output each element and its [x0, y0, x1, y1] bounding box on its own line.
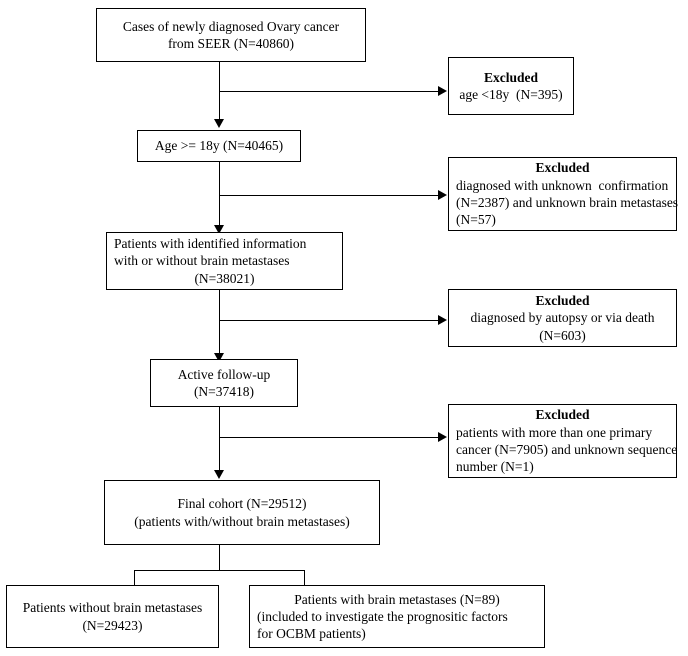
node-age-filter: Age >= 18y (N=40465) [137, 130, 301, 162]
node-excluded-autopsy-line2: (N=603) [539, 327, 586, 343]
arrowhead-to-excluded-autopsy [438, 315, 447, 325]
node-identified-information: Patients with identified information wit… [106, 232, 343, 290]
node-excluded-age-title: Excluded [483, 69, 538, 85]
node-excluded-autopsy-title: Excluded [535, 293, 590, 309]
arrowhead-to-excluded-unknown [438, 190, 447, 200]
arrowhead-to-excluded-multiprimary [438, 432, 447, 442]
node-final-cohort-line2: (patients with/without brain metastases) [134, 513, 350, 529]
connector-to-excluded-age [219, 91, 440, 92]
node-excluded-unknown-line3: (N=57) [456, 212, 496, 228]
connector-identified-to-followup [219, 290, 220, 356]
node-source-line2: from SEER (N=40860) [167, 36, 295, 51]
node-source-line1: Cases of newly diagnosed Ovary cancer [122, 18, 340, 34]
connector-to-excluded-multiprimary [219, 437, 440, 438]
node-active-followup: Active follow-up (N=37418) [150, 359, 298, 407]
arrowhead-to-excluded-age [438, 86, 447, 96]
node-excluded-multiprimary-title: Excluded [535, 407, 590, 423]
node-active-followup-line2: (N=37418) [193, 384, 255, 399]
connector-followup-to-final [219, 407, 220, 473]
arrowhead-followup-to-final [214, 470, 224, 479]
node-excluded-age: Excluded age <18y (N=395) [448, 57, 574, 115]
node-identified-line3: (N=38021) [194, 270, 255, 286]
node-excluded-multiprimary-line2: cancer (N=7905) and unknown sequence [456, 442, 678, 457]
node-with-brain-metastases: Patients with brain metastases (N=89) (i… [249, 585, 545, 648]
node-excluded-unknown-line1: diagnosed with unknown confirmation [456, 177, 669, 193]
node-with-bm-line1: Patients with brain metastases (N=89) [294, 591, 500, 607]
node-active-followup-line1: Active follow-up [177, 366, 271, 382]
connector-final-to-with-bm [304, 570, 305, 585]
node-without-bm-line1: Patients without brain metastases [22, 600, 203, 616]
connector-to-excluded-unknown [219, 195, 440, 196]
node-source-cohort: Cases of newly diagnosed Ovary cancer fr… [96, 8, 366, 62]
node-excluded-unknown-title: Excluded [535, 160, 590, 176]
node-identified-line1: Patients with identified information [114, 236, 307, 252]
connector-to-excluded-autopsy [219, 320, 440, 321]
node-final-cohort: Final cohort (N=29512) (patients with/wi… [104, 480, 380, 545]
node-excluded-multiprimary-line1: patients with more than one primary [456, 424, 653, 440]
arrowhead-age-to-identified [214, 225, 224, 234]
node-identified-line2: with or without brain metastases [114, 253, 290, 269]
node-excluded-multiprimary: Excluded patients with more than one pri… [448, 404, 677, 478]
node-with-bm-line2: (included to investigate the prognositic… [257, 608, 508, 624]
node-excluded-autopsy-line1: diagnosed by autopsy or via death [470, 310, 655, 326]
node-excluded-unknown-line2: (N=2387) and unknown brain metastases [456, 195, 679, 210]
node-final-cohort-line1: Final cohort (N=29512) [177, 496, 307, 512]
arrowhead-source-to-age [214, 119, 224, 128]
connector-final-to-without-bm [134, 570, 135, 585]
node-age-filter-line1: Age >= 18y (N=40465) [154, 138, 284, 154]
node-with-bm-line3: for OCBM patients) [257, 626, 366, 642]
node-excluded-unknown: Excluded diagnosed with unknown confirma… [448, 157, 679, 231]
node-without-bm-line2: (N=29423) [82, 617, 143, 633]
node-excluded-multiprimary-line3: number (N=1) [456, 459, 534, 475]
node-excluded-autopsy: Excluded diagnosed by autopsy or via dea… [448, 289, 677, 347]
node-excluded-age-line1: age <18y (N=395) [459, 87, 563, 102]
connector-final-split-bar [134, 570, 305, 571]
node-without-brain-metastases: Patients without brain metastases (N=294… [6, 585, 219, 648]
arrowhead-identified-to-followup [214, 353, 224, 362]
connector-final-stem [219, 545, 220, 571]
